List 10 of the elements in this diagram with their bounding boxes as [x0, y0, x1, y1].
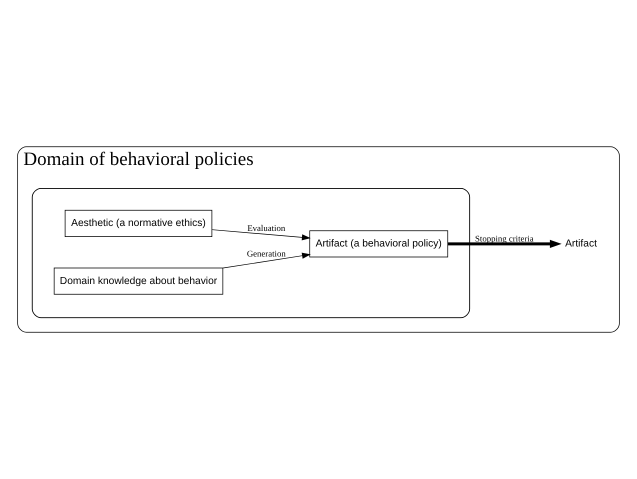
edge-label: Generation: [246, 248, 286, 259]
edge-label: Evaluation: [247, 223, 286, 234]
node-box: Domain knowledge about behavior: [54, 268, 224, 295]
node-text: Artifact: [565, 238, 597, 250]
arrow: [222, 252, 311, 268]
arrow: [448, 240, 562, 248]
node-box: Artifact (a behavioral policy): [309, 230, 448, 258]
arrow: [212, 229, 311, 240]
node-box: Aesthetic (a normative ethics): [64, 210, 212, 237]
cluster: [32, 188, 470, 318]
